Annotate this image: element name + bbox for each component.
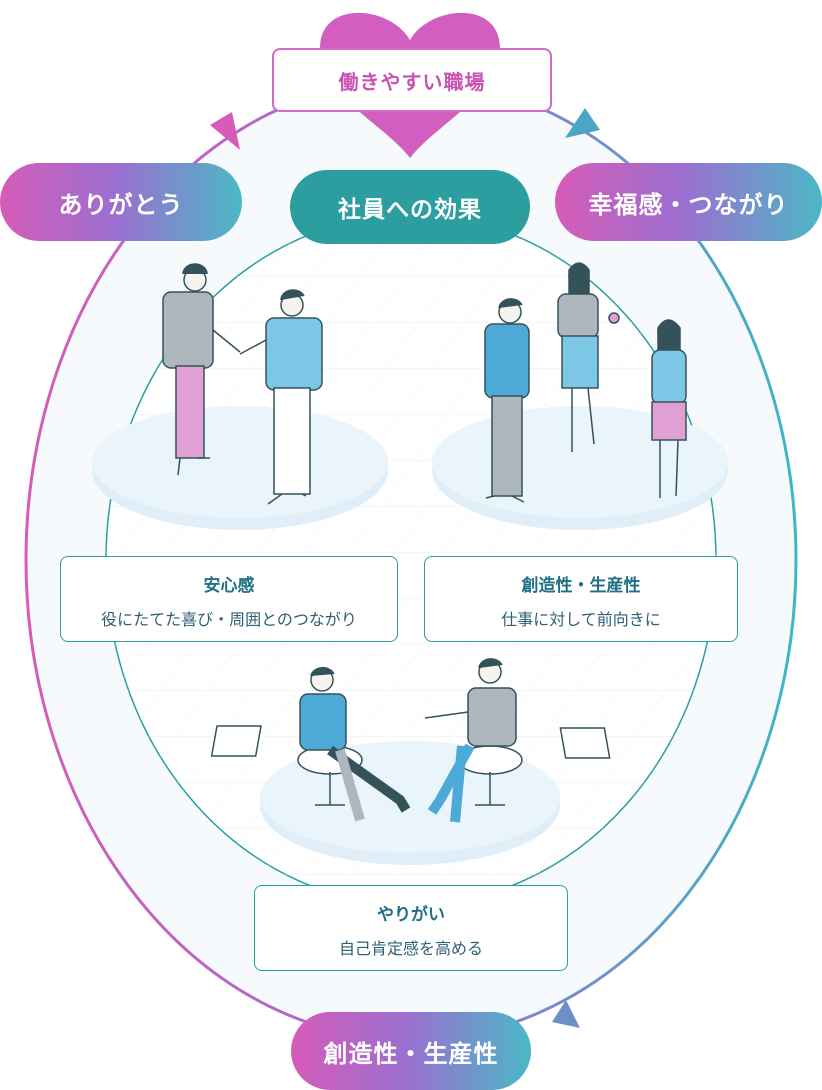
card-security-heading: 安心感 [203,576,255,596]
happiness-pill: 幸福感・つながり [555,163,822,241]
center-label: 社員への効果 [290,170,530,244]
creativity-pill: 創造性・生産性 [291,1012,531,1090]
discussion-illustration [210,658,611,823]
handshake-illustration [162,263,323,505]
card-creativity-sub: 仕事に対して前向きに [501,610,661,629]
colleagues-illustration [484,262,687,503]
arrow-top-right [565,108,600,138]
arrow-bottom-right [552,1000,580,1028]
card-security-sub: 役にたてた喜び・周囲とのつながり [101,610,357,629]
card-fulfillment-sub: 自己肯定感を高める [338,939,483,958]
card-creativity-heading: 創造性・生産性 [521,576,641,596]
card-creativity: 創造性・生産性 仕事に対して前向きに [424,556,738,642]
card-fulfillment-heading: やりがい [377,905,445,925]
thanks-pill: ありがとう [0,163,242,241]
card-security: 安心感 役にたてた喜び・周囲とのつながり [60,556,398,642]
card-fulfillment: やりがい 自己肯定感を高める [254,885,568,971]
workplace-title: 働きやすい職場 [272,48,552,112]
arrow-top-left [210,112,240,150]
